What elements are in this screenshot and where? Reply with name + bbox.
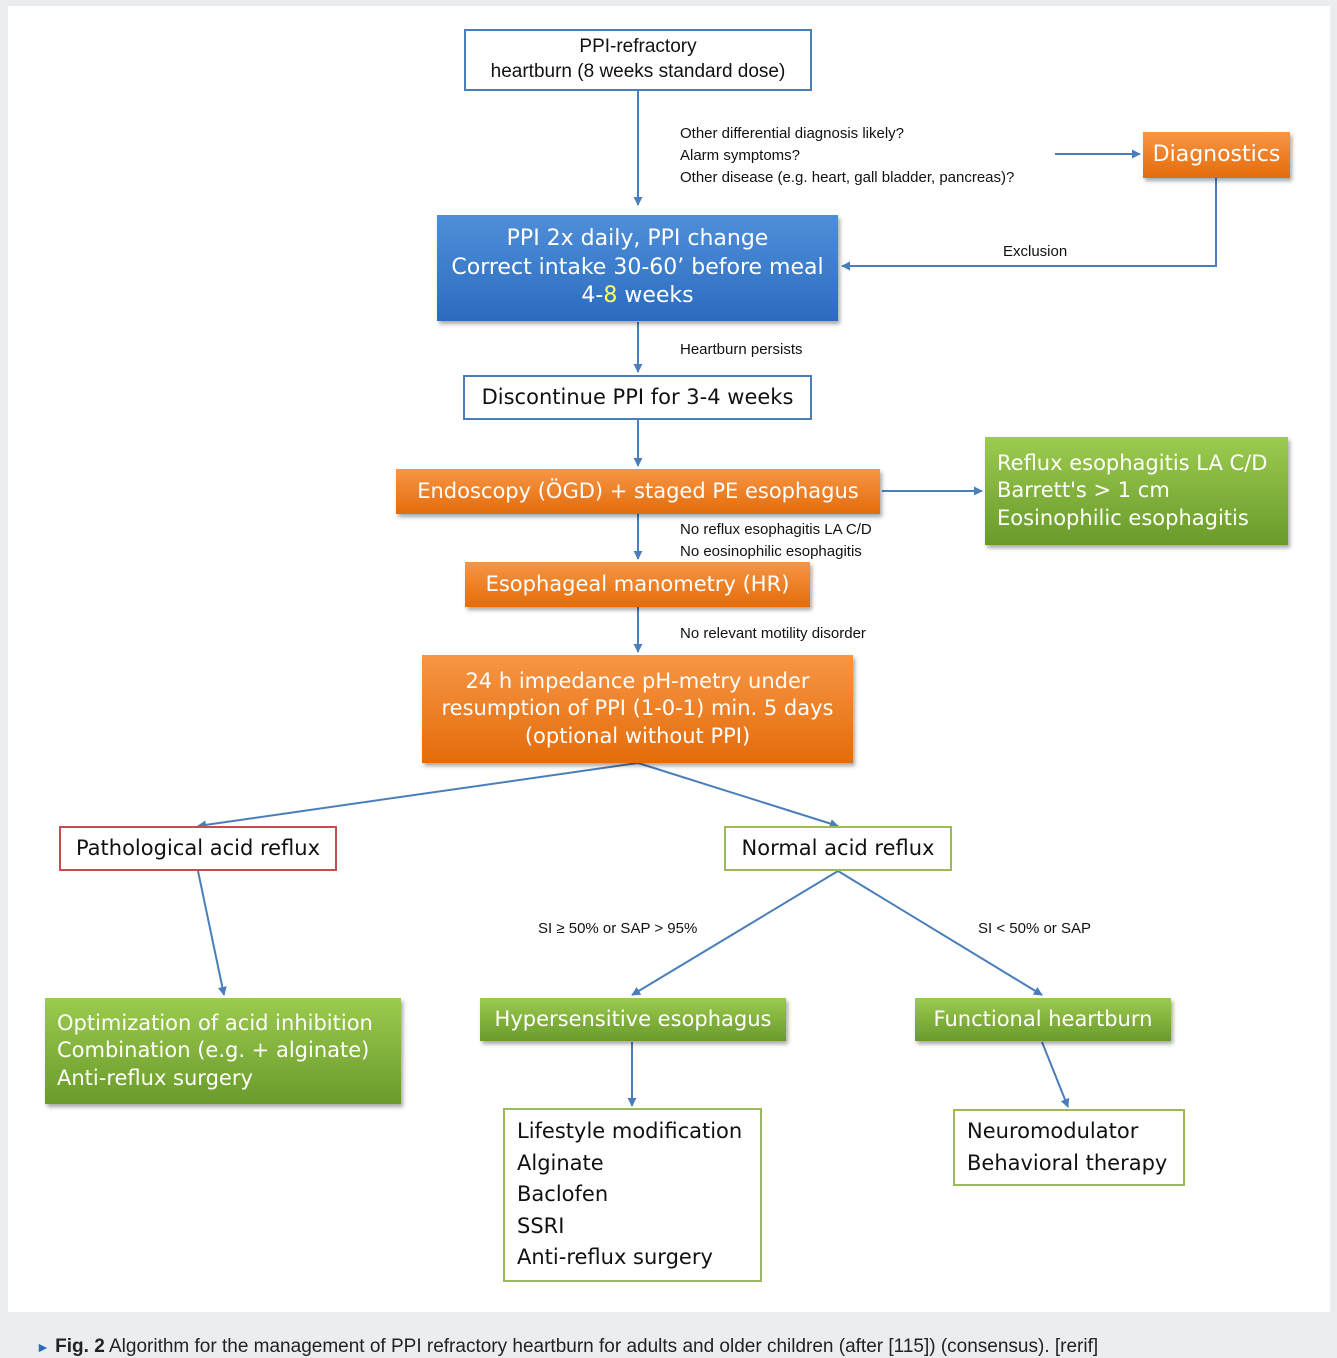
node-impedance-ph-metry: 24 h impedance pH-metry under resumption… xyxy=(422,655,853,763)
node-hypersensitive-esophagus: Hypersensitive esophagus xyxy=(480,998,786,1041)
node-ppi-refractory-line1: PPI-refractory xyxy=(579,36,697,58)
func-tx-item-2: Behavioral therapy xyxy=(967,1150,1168,1175)
node-pathological-reflux: Pathological acid reflux xyxy=(59,826,337,871)
node-discontinue-ppi: Discontinue PPI for 3-4 weeks xyxy=(463,375,812,420)
node-optimization: Optimization of acid inhibition Combinat… xyxy=(45,998,401,1104)
caption-marker-icon: ► xyxy=(36,1339,50,1355)
hyper-tx-item-3: Baclofen xyxy=(517,1182,609,1207)
node-findings-line3: Eosinophilic esophagitis xyxy=(997,505,1249,530)
caption-text: Algorithm for the management of PPI refr… xyxy=(104,1336,1099,1357)
edge-label-differential-3: Other disease (e.g. heart, gall bladder,… xyxy=(680,168,1015,186)
node-discontinue-label: Discontinue PPI for 3-4 weeks xyxy=(481,384,794,409)
node-ppi-double-line3: 4-8 weeks xyxy=(581,282,693,311)
node-endoscopy: Endoscopy (ÖGD) + staged PE esophagus xyxy=(396,469,880,514)
node-diagnostics-label: Diagnostics xyxy=(1152,141,1281,167)
edge-label-exclusion: Exclusion xyxy=(1003,243,1068,260)
node-ppi-double-line3-pre: 4- xyxy=(581,283,604,309)
node-findings-line1: Reflux esophagitis LA C/D xyxy=(997,451,1268,476)
edge-label-no-esophagitis-2: No eosinophilic esophagitis xyxy=(680,542,862,560)
node-hypersensitive-label: Hypersensitive esophagus xyxy=(494,1006,772,1031)
func-tx-item-1: Neuromodulator xyxy=(967,1119,1139,1143)
edge-label-differential: Other differential diagnosis likely? Ala… xyxy=(680,123,1014,188)
node-impedance-line3: (optional without PPI) xyxy=(524,723,751,748)
node-optimization-line3: Anti-reflux surgery xyxy=(57,1065,253,1090)
node-ppi-double-line3-post: weeks xyxy=(617,283,694,309)
hyper-tx-item-1: Lifestyle modification xyxy=(517,1119,743,1144)
figure-caption: ► Fig. 2 Algorithm for the management of… xyxy=(36,1336,1098,1358)
node-endoscopy-findings: Reflux esophagitis LA C/D Barrett's > 1 … xyxy=(985,437,1288,545)
edge-label-differential-2: Alarm symptoms? xyxy=(680,146,801,164)
node-ppi-double-line2: Correct intake 30-60’ before meal xyxy=(451,254,824,280)
edge-label-persists: Heartburn persists xyxy=(680,341,803,358)
node-ppi-refractory-line2: heartburn (8 weeks standard dose) xyxy=(490,61,786,82)
node-ppi-double-dose: PPI 2x daily, PPI change Correct intake … xyxy=(437,215,838,321)
hyper-tx-item-2: Alginate xyxy=(517,1150,604,1175)
node-ppi-double-line3-highlight: 8 xyxy=(603,283,618,309)
node-normal-reflux: Normal acid reflux xyxy=(724,826,952,871)
node-hypersensitive-treatment: Lifestyle modification Alginate Baclofen… xyxy=(503,1108,762,1282)
node-ppi-double-line1: PPI 2x daily, PPI change xyxy=(506,226,769,252)
node-findings-line2: Barrett's > 1 cm xyxy=(997,478,1170,503)
node-ppi-refractory: PPI-refractory heartburn (8 weeks standa… xyxy=(464,29,812,91)
node-optimization-line1: Optimization of acid inhibition xyxy=(57,1011,373,1036)
node-functional-heartburn: Functional heartburn xyxy=(915,998,1171,1041)
node-impedance-line2: resumption of PPI (1-0-1) min. 5 days xyxy=(441,696,834,721)
node-diagnostics: Diagnostics xyxy=(1143,132,1290,178)
edge-label-no-esophagitis-1: No reflux esophagitis LA C/D xyxy=(680,521,872,538)
node-manometry: Esophageal manometry (HR) xyxy=(465,562,810,607)
node-impedance-line1: 24 h impedance pH-metry under xyxy=(465,669,810,694)
edge-label-no-motility: No relevant motility disorder xyxy=(680,625,866,642)
hyper-tx-item-4: SSRI xyxy=(517,1213,565,1238)
hyper-tx-item-5: Anti-reflux surgery xyxy=(517,1245,713,1270)
node-functional-treatment: Neuromodulator Behavioral therapy xyxy=(953,1109,1185,1186)
edge-label-si-high: SI ≥ 50% or SAP > 95% xyxy=(538,920,698,937)
edge-label-differential-1: Other differential diagnosis likely? xyxy=(680,125,905,142)
node-pathological-label: Pathological acid reflux xyxy=(75,835,321,860)
edge-label-no-esophagitis: No reflux esophagitis LA C/D No eosinoph… xyxy=(680,519,872,563)
node-endoscopy-label: Endoscopy (ÖGD) + staged PE esophagus xyxy=(417,478,859,503)
node-normal-label: Normal acid reflux xyxy=(741,835,935,860)
node-functional-label: Functional heartburn xyxy=(933,1006,1153,1031)
caption-figure-label: Fig. 2 xyxy=(55,1336,105,1357)
edge-label-si-low: SI < 50% or SAP xyxy=(978,920,1091,937)
node-manometry-label: Esophageal manometry (HR) xyxy=(485,571,790,596)
node-optimization-line2: Combination (e.g. + alginate) xyxy=(57,1038,370,1063)
